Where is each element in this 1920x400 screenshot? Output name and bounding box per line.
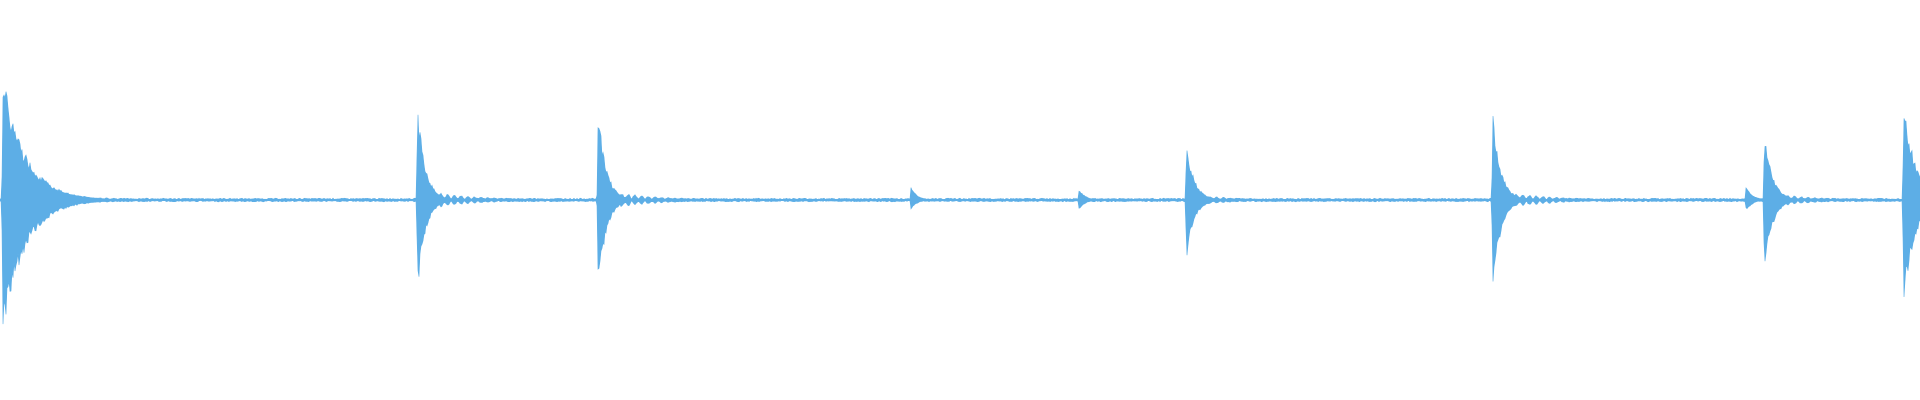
waveform-signal bbox=[0, 91, 1920, 325]
